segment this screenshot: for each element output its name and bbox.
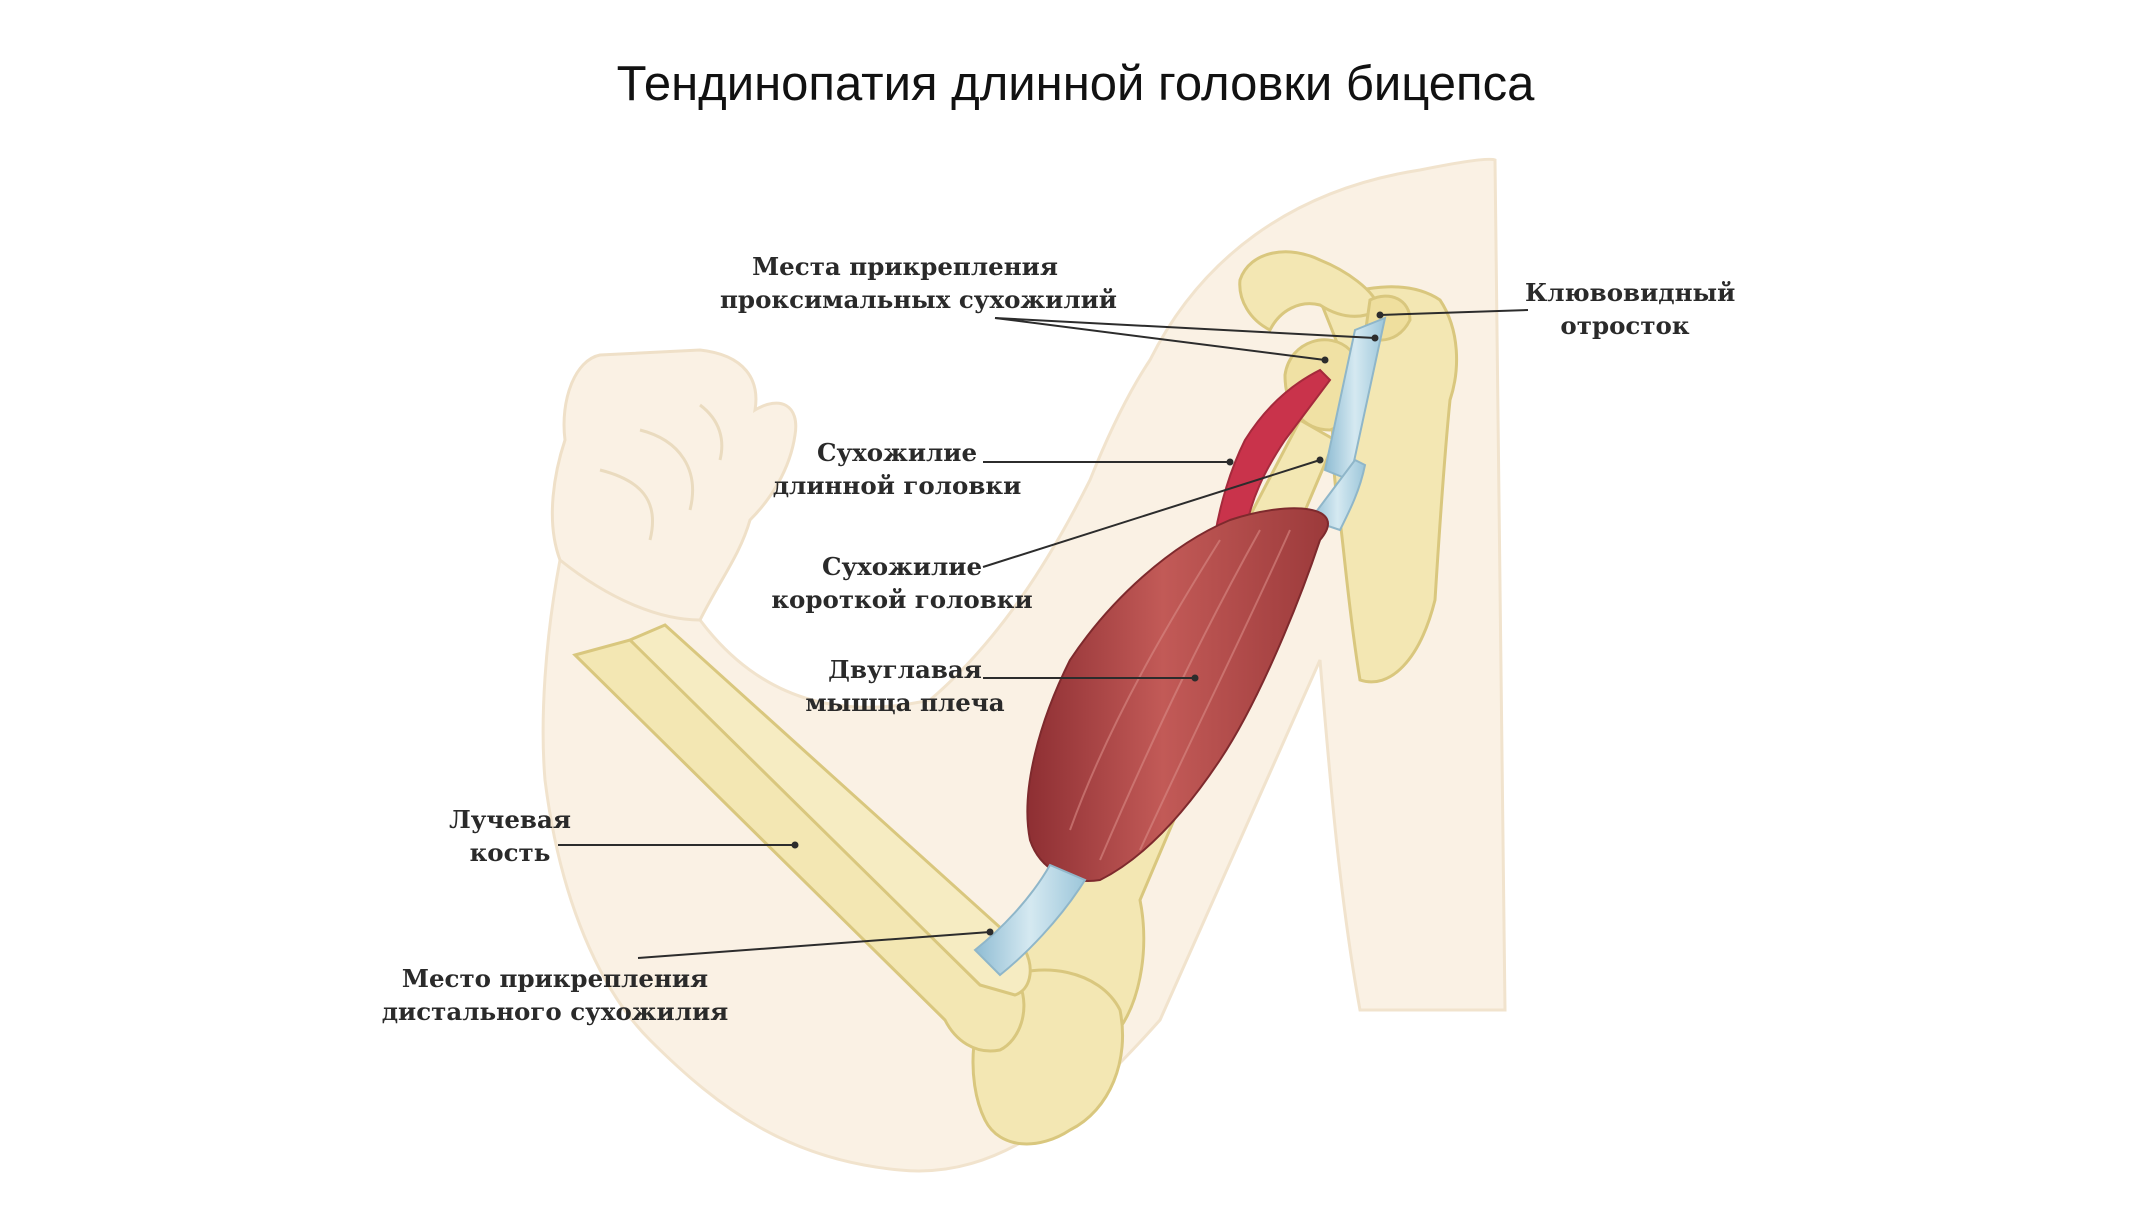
distal-tendon bbox=[973, 863, 1087, 977]
label-long-head-line1: Сухожилие bbox=[816, 438, 978, 467]
label-distal-line1: Место прикрепления bbox=[401, 964, 709, 993]
label-short-head-line2: короткой головки bbox=[771, 585, 1033, 614]
ulna-bone bbox=[572, 638, 1026, 1053]
label-distal-attachment: Место прикрепления дистального сухожилия bbox=[380, 962, 730, 1028]
label-proximal-line2: проксимальных сухожилий bbox=[720, 285, 1117, 314]
biceps-muscle-belly bbox=[1026, 507, 1329, 882]
label-distal-line2: дистального сухожилия bbox=[381, 997, 729, 1026]
label-radius-bone: Лучевая кость bbox=[430, 803, 590, 869]
label-radius-line2: кость bbox=[469, 838, 551, 867]
label-radius-line1: Лучевая bbox=[449, 805, 571, 834]
label-long-head-tendon: Сухожилие длинной головки bbox=[770, 436, 1024, 502]
label-short-head-line1: Сухожилие bbox=[821, 552, 983, 581]
acromion-bone bbox=[1238, 250, 1382, 333]
leader-distal bbox=[637, 931, 991, 959]
label-proximal-line1: Места прикрепления bbox=[752, 252, 1058, 281]
page-title: Тендинопатия длинной головки бицепса bbox=[616, 57, 1535, 111]
muscle-fiber-lines bbox=[1069, 529, 1291, 861]
label-coracoid-process: Клювовидный отросток bbox=[1525, 276, 1736, 342]
label-long-head-line2: длинной головки bbox=[772, 471, 1022, 500]
leader-dots bbox=[791, 311, 1384, 936]
label-biceps-line2: мышца плеча bbox=[805, 688, 1005, 717]
label-biceps-line1: Двуглавая bbox=[828, 655, 982, 684]
leader-proximal-b bbox=[994, 317, 1326, 361]
label-proximal-attachments: Места прикрепления проксимальных сухожил… bbox=[720, 250, 1117, 316]
leader-short-head bbox=[982, 459, 1321, 568]
label-short-head-tendon: Сухожилие короткой головки bbox=[770, 550, 1034, 616]
biceps-group bbox=[973, 316, 1387, 977]
label-coracoid-line2: отросток bbox=[1560, 311, 1690, 340]
label-biceps-brachii: Двуглавая мышца плеча bbox=[800, 653, 1010, 719]
leader-proximal-a bbox=[994, 317, 1376, 339]
fist-outline bbox=[550, 348, 798, 622]
fist-finger-lines bbox=[599, 403, 724, 541]
short-head-tendon bbox=[1308, 458, 1367, 532]
label-coracoid-line1: Клювовидный bbox=[1525, 278, 1736, 307]
leader-coracoid bbox=[1379, 309, 1529, 316]
leader-lines bbox=[558, 309, 1529, 959]
